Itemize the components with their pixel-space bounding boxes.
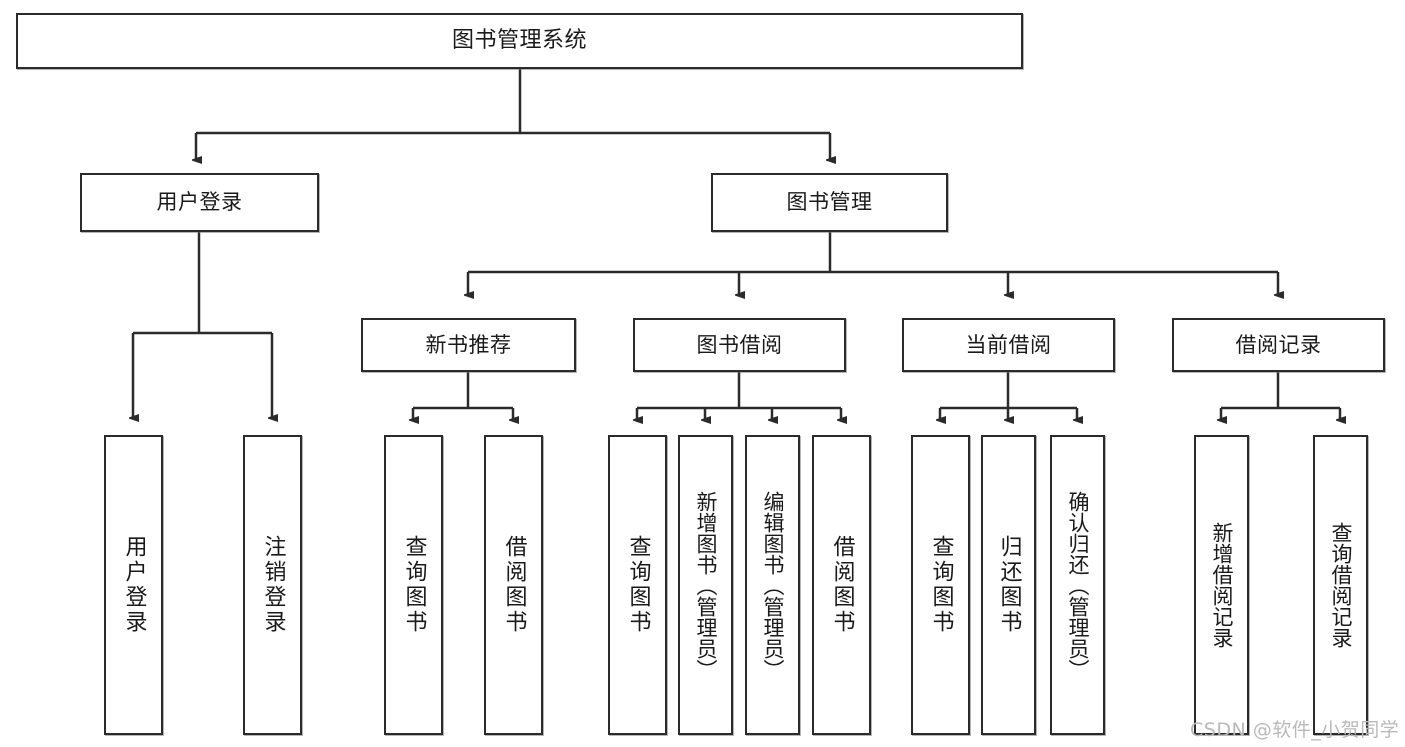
node-book-borrow[interactable]: 图书借阅 (633, 318, 846, 372)
node-label: 查询图书 (625, 535, 651, 635)
node-label: 新增图书（管理员） (694, 490, 718, 680)
leaf-borrow-borrow-book[interactable]: 借阅图书 (812, 435, 871, 735)
node-new-book-recommend[interactable]: 新书推荐 (361, 318, 576, 372)
node-root-book-management-system[interactable]: 图书管理系统 (16, 13, 1023, 69)
node-label: 查询借阅记录 (1329, 522, 1353, 648)
node-label: 借阅图书 (501, 535, 527, 635)
node-label: 确认归还（管理员） (1066, 490, 1090, 680)
node-label: 注销登录 (260, 535, 286, 635)
leaf-recommend-query-book[interactable]: 查询图书 (384, 435, 443, 735)
node-label: 新增借阅记录 (1210, 522, 1234, 648)
leaf-record-query-borrow-record[interactable]: 查询借阅记录 (1313, 435, 1368, 735)
leaf-borrow-add-book-admin[interactable]: 新增图书（管理员） (678, 435, 733, 735)
node-label: 归还图书 (996, 535, 1022, 635)
node-book-management[interactable]: 图书管理 (711, 173, 948, 232)
leaf-current-confirm-return-admin[interactable]: 确认归还（管理员） (1050, 435, 1105, 735)
csdn-watermark: CSDN @软件_小贺同学 (1190, 719, 1400, 741)
node-label: 当前借阅 (965, 332, 1052, 357)
node-label: 查询图书 (928, 535, 954, 635)
node-label: 新书推荐 (425, 332, 512, 357)
leaf-current-query-book[interactable]: 查询图书 (911, 435, 970, 735)
leaf-user-login-signin[interactable]: 用户登录 (104, 435, 163, 735)
node-current-borrow[interactable]: 当前借阅 (902, 318, 1115, 372)
node-label: 图书借阅 (696, 332, 783, 357)
leaf-record-add-borrow-record[interactable]: 新增借阅记录 (1194, 435, 1249, 735)
node-label: 查询图书 (401, 535, 427, 635)
node-label: 借阅记录 (1235, 332, 1322, 357)
node-label: 用户登录 (156, 190, 243, 215)
leaf-borrow-query-book[interactable]: 查询图书 (608, 435, 667, 735)
leaf-current-return-book[interactable]: 归还图书 (981, 435, 1036, 735)
leaf-borrow-edit-book-admin[interactable]: 编辑图书（管理员） (745, 435, 800, 735)
node-label: 用户登录 (121, 535, 147, 635)
leaf-user-login-signout[interactable]: 注销登录 (243, 435, 302, 735)
node-label: 编辑图书（管理员） (761, 490, 785, 680)
node-borrow-record[interactable]: 借阅记录 (1172, 318, 1385, 372)
node-label: 借阅图书 (829, 535, 855, 635)
node-label: 图书管理系统 (451, 28, 587, 54)
node-user-login[interactable]: 用户登录 (80, 173, 319, 232)
node-label: 图书管理 (786, 190, 873, 215)
leaf-recommend-borrow-book[interactable]: 借阅图书 (484, 435, 543, 735)
